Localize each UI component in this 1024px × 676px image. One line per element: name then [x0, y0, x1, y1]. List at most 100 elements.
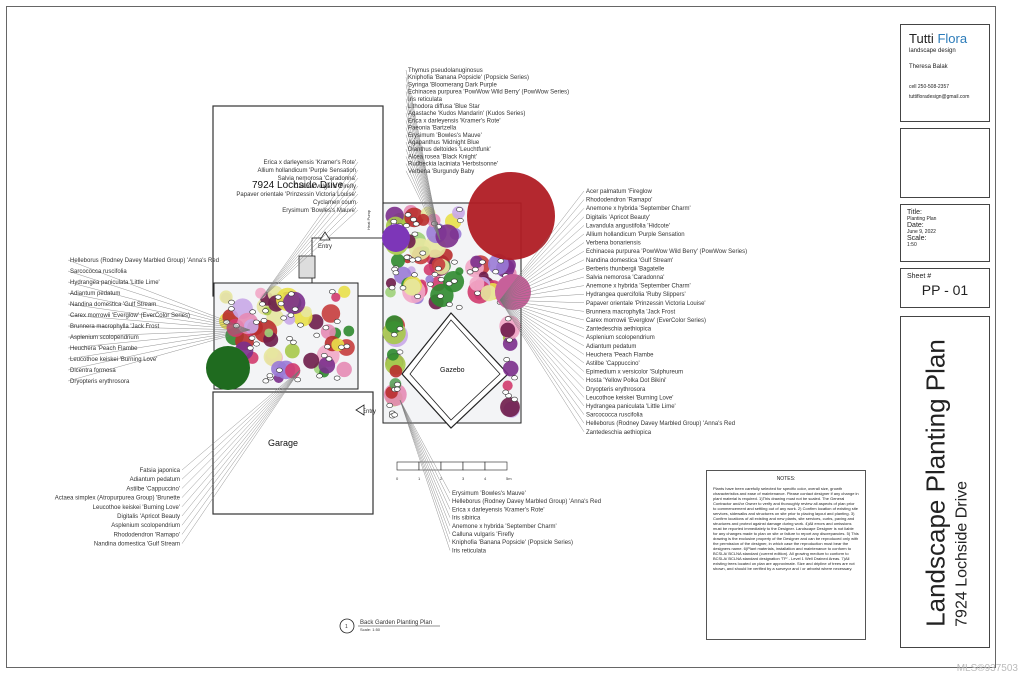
right-label: Zantedeschia aethiopica	[586, 430, 652, 436]
right-bed-left-stepping-stone	[396, 326, 404, 332]
right-leader-line	[499, 299, 585, 415]
right-label: Lavandula angustifolia 'Hidcote'	[586, 223, 670, 229]
right-bed-upper-plant	[391, 253, 405, 268]
right-bed-left-stepping-stone	[390, 332, 398, 338]
scale-tick-label: 1	[418, 476, 421, 481]
right-label: Sarcococca ruscifolia	[586, 413, 643, 419]
title-key: Title:	[907, 209, 922, 216]
bottom-leader-line	[399, 399, 451, 535]
right-bed-mid-stepping-stone	[474, 290, 481, 296]
left-label: Carex morrowii 'Everglow' (EverColor Ser…	[70, 313, 190, 319]
top-leader-line	[405, 69, 441, 241]
right-bed-upper-stepping-stone	[412, 221, 420, 227]
right-bed-upper-stepping-stone	[404, 212, 412, 218]
top-leader-line	[405, 120, 441, 241]
tree-hydrangea-left	[206, 346, 250, 390]
right-leader-line	[499, 233, 585, 301]
upper-left-leader-line	[259, 177, 359, 301]
plant-label-leaders	[67, 69, 585, 551]
left-label: Brunnera macrophylla 'Jack Frost	[70, 324, 160, 330]
right-bed-upper-stepping-stone	[445, 281, 453, 287]
sheet-number-box: Sheet # PP - 01	[900, 268, 990, 308]
right-leader-line	[499, 299, 585, 398]
right-bed-upper-stepping-stone	[411, 272, 418, 278]
right-label: Echinacea purpurea 'PowWow Wild Berry' (…	[586, 249, 747, 255]
left-bed-stepping-stone	[316, 373, 323, 379]
left-bed-plant	[255, 287, 267, 299]
left-bed-stepping-stone	[333, 375, 341, 381]
left-label: Nandina domestica 'Gulf Stream	[70, 302, 156, 308]
right-label: Anemone x hybrida 'September Charm'	[586, 284, 691, 290]
left-label: Asplenium scolopendrium	[70, 335, 139, 341]
right-label: Helleborus (Rodney Davey Marbled Group) …	[586, 421, 735, 427]
right-label: Hosta 'Yellow Polka Dot Bikini'	[586, 378, 666, 384]
left-bed-stepping-stone	[280, 315, 288, 321]
top-label: Thymus pseudolanuginosus	[408, 68, 483, 74]
upper-left-label: Erica x darleyensis 'Kramer's Rote'	[264, 160, 356, 166]
left-leader-line	[67, 281, 251, 331]
project-title-line1: Landscape Planting Plan	[920, 339, 951, 627]
house-address-label: 7924 Lochside Drive	[252, 180, 344, 191]
right-label: Zantedeschia aethiopica	[586, 327, 652, 333]
right-bed-upper-stepping-stone	[435, 265, 442, 271]
right-leader-line	[499, 225, 585, 301]
right-bed-upper-stepping-stone	[403, 254, 411, 260]
top-leader-line	[405, 98, 441, 241]
right-bed-right-stepping-stone	[506, 337, 513, 343]
right-bed-upper-stepping-stone	[455, 304, 463, 310]
left-bed-stepping-stone	[262, 308, 269, 314]
right-bed-upper-stepping-stone	[388, 285, 396, 291]
firm-logo-text: Tutti Flora	[909, 31, 981, 46]
shrub-purple-top	[382, 224, 410, 252]
entry-label-right: Entry	[362, 409, 376, 415]
top-leader-line	[405, 77, 441, 241]
bottom-left-leader-line	[181, 369, 301, 489]
right-leader-line	[499, 216, 585, 301]
right-bed-upper-plant	[403, 278, 421, 296]
plan-title: Back Garden Planting Plan	[360, 620, 432, 626]
right-label: Brunnera macrophylla 'Jack Frost	[586, 309, 676, 315]
right-label: Dryopteris erythrosora	[586, 387, 646, 393]
right-label: Acer palmatum 'Fireglow	[586, 189, 653, 195]
right-bed-left-stepping-stone	[394, 381, 401, 387]
right-bed-upper-stepping-stone	[414, 293, 421, 299]
top-label: Erica x darleyensis 'Kramer's Rote'	[408, 118, 500, 124]
right-bed-upper-stepping-stone	[410, 217, 417, 223]
top-leader-line	[405, 156, 441, 241]
left-bed-stepping-stone	[324, 344, 331, 350]
upper-left-leader-line	[259, 169, 359, 301]
right-label: Adiantum pedatum	[586, 344, 636, 350]
right-bed-right-stepping-stone	[502, 389, 510, 395]
heat-pump-box	[298, 255, 316, 279]
project-title: Landscape Planting Plan 7924 Lochside Dr…	[921, 339, 972, 627]
designer-phone: cell 250-508-2357	[909, 84, 950, 90]
gazebo-label: Gazebo	[440, 367, 465, 374]
left-bed-plant	[318, 357, 336, 374]
left-label: Helleborus (Rodney Davey Marbled Group) …	[70, 258, 219, 264]
right-leader-line	[499, 299, 585, 312]
scale-tick-label: 5m	[506, 476, 512, 481]
right-bed-mid-plant	[469, 276, 485, 291]
top-leader-line	[405, 170, 441, 241]
left-bed-stepping-stone	[260, 317, 268, 323]
top-label: Rudbeckia laciniata 'Herbstsonne'	[408, 162, 498, 168]
bottom-leader-line	[399, 399, 451, 543]
top-label: Paeonia 'Bartzella	[408, 126, 457, 132]
bottom-label: Anemone x hybrida 'September Charm'	[452, 524, 557, 530]
right-bed-mid-plant	[480, 285, 497, 302]
right-label: Digitalis 'Apricot Beauty'	[586, 215, 650, 221]
notes-body: Plants have been carefully selected for …	[713, 486, 859, 571]
left-bed-stepping-stone	[325, 356, 333, 362]
right-bed-upper-stepping-stone	[446, 301, 453, 307]
gazebo: Gazebo	[401, 312, 509, 429]
top-leader-line	[405, 84, 441, 241]
right-leader-line	[499, 299, 585, 389]
left-leader-line	[67, 329, 251, 349]
top-leader-line	[405, 113, 441, 241]
right-bed-upper-stepping-stone	[456, 207, 463, 213]
left-bed-stepping-stone	[291, 306, 299, 312]
firm-subtitle: landscape design	[909, 48, 956, 54]
upper-left-leader-line	[259, 209, 359, 301]
left-bed-stepping-stone	[277, 301, 285, 307]
